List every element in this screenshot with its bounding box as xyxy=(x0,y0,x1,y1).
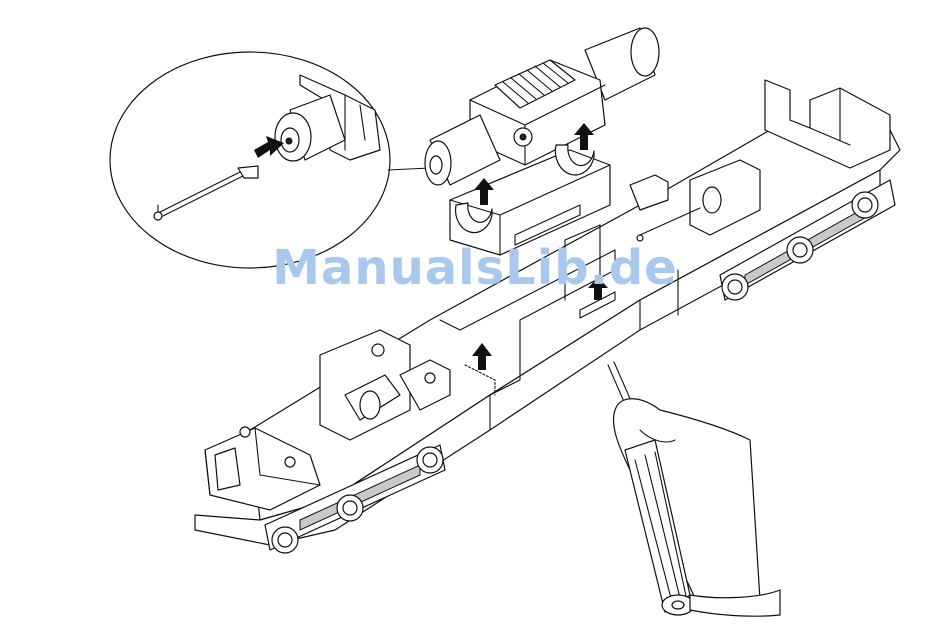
detail-callout xyxy=(110,52,430,268)
screwdriver-hand xyxy=(608,362,780,616)
